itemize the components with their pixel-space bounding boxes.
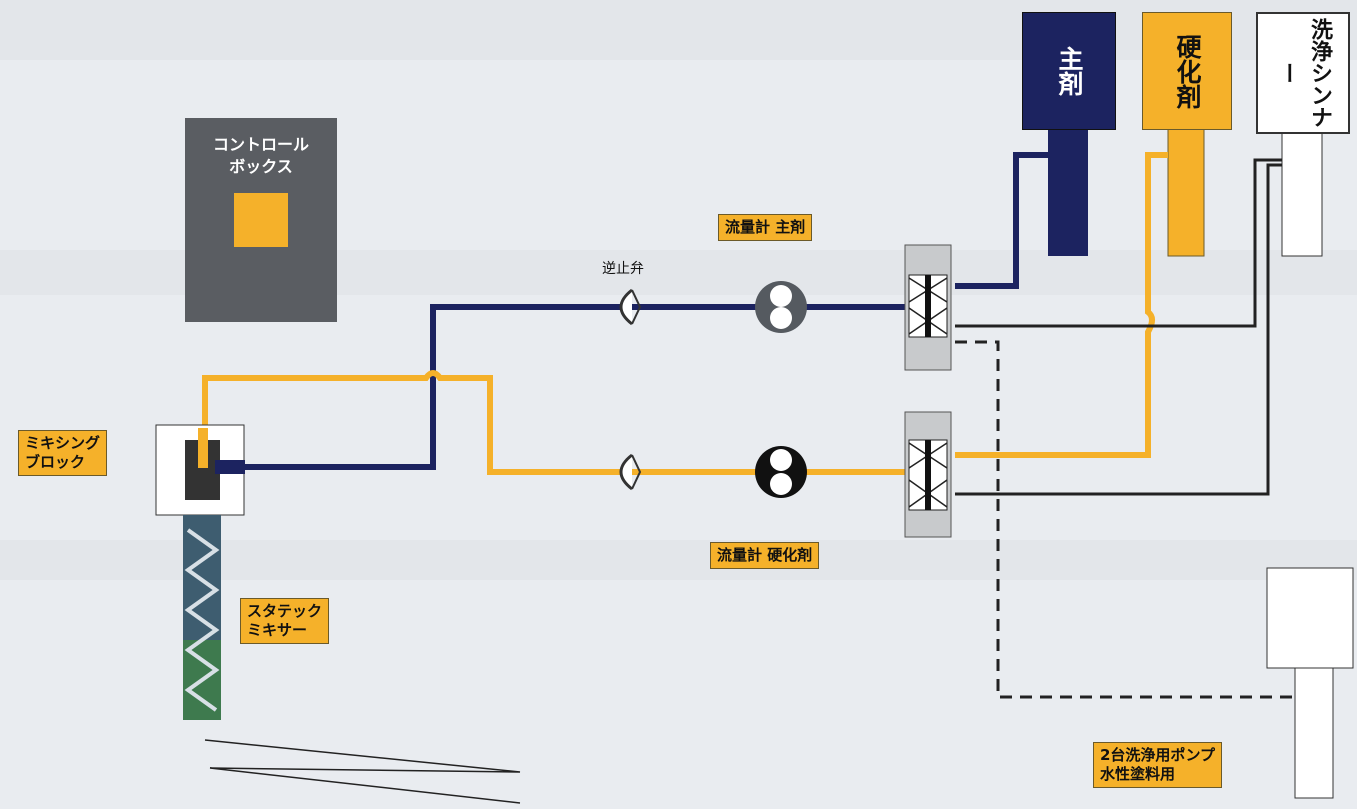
check-valve-hardener xyxy=(619,453,642,491)
thinner-line-upper xyxy=(955,158,1282,328)
flowmeter-main-label: 流量計 主剤 xyxy=(718,214,813,241)
thinner-line-lower xyxy=(955,163,1282,496)
hardener-tank-label: 硬化剤 xyxy=(1142,12,1232,130)
wash-pump xyxy=(1266,567,1354,799)
main-agent-tank-body xyxy=(1048,128,1088,256)
control-box-title: コントロール ボックス xyxy=(212,135,309,176)
thinner-tank-body xyxy=(1281,129,1323,257)
mixing-block-label: ミキシング ブロック xyxy=(18,430,108,476)
check-valve-main xyxy=(619,288,642,326)
hardener-tank-body xyxy=(1167,127,1205,257)
static-mixer xyxy=(183,515,221,720)
control-box: コントロール ボックス xyxy=(185,118,337,322)
valve-block-upper xyxy=(904,244,952,371)
flowmeter-hardener-label: 流量計 硬化剤 xyxy=(710,542,820,569)
decorative-lines xyxy=(204,739,521,804)
valve-block-lower xyxy=(904,411,952,538)
drain-line xyxy=(955,340,1298,699)
main-agent-tank-label: 主剤 xyxy=(1022,12,1116,130)
mixing-block xyxy=(155,424,245,516)
hardener-line xyxy=(202,152,1168,475)
flowmeter-hardener xyxy=(755,446,807,498)
thinner-tank-label: 洗浄シンナー xyxy=(1256,12,1350,134)
flowmeter-main xyxy=(755,281,807,333)
static-mixer-label: スタテック ミキサー xyxy=(240,598,330,644)
check-valve-label: 逆止弁 xyxy=(602,261,644,277)
control-box-indicator xyxy=(234,193,288,247)
wash-pump-label: 2台洗浄用ポンプ 水性塗料用 xyxy=(1093,742,1222,788)
